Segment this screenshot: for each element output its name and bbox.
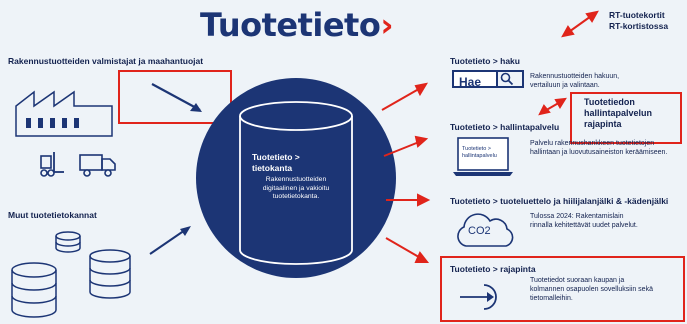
highlight-box-api — [570, 92, 682, 144]
bidirectional-arrow-icon — [561, 10, 599, 38]
manufacturers-label: Rakennustuotteiden valmistajat ja maahan… — [8, 56, 204, 66]
highlight-box-rajapinta — [440, 256, 685, 322]
search-box[interactable]: Hae — [452, 70, 498, 89]
database-title: Tuotetieto > tietokanta — [252, 152, 300, 173]
api-plug-icon — [460, 284, 497, 310]
rt-cards-line1: RT-tuotekortit — [609, 10, 665, 20]
rajapinta-label: Tuotetieto > rajapinta — [450, 264, 536, 274]
search-button-frame[interactable] — [497, 70, 524, 88]
hallinta-description: Palvelu rakennushankkeen tuotetietojen h… — [530, 140, 668, 156]
hallinta-label: Tuotetieto > hallintapalvelu — [450, 122, 560, 132]
laptop-icon — [453, 137, 513, 176]
database-description: Rakennustuotteiden digitaalinen ja vakio… — [262, 176, 330, 200]
cloud-co2-icon — [457, 213, 514, 247]
other-databases-label: Muut tuotetietokannat — [8, 210, 97, 220]
rt-cards-line2: RT-kortistossa — [609, 21, 669, 31]
laptop-screen-text: Tuotetieto > hallintapalvelu — [462, 146, 497, 159]
service-arrows — [381, 82, 431, 263]
haku-label: Tuotetieto > haku — [450, 56, 520, 66]
highlight-box-manufacturer-arrow — [118, 70, 232, 124]
truck-icon — [79, 154, 116, 177]
bidirectional-arrow-api-icon — [538, 97, 567, 116]
central-database-circle — [196, 78, 396, 278]
tuoteluettelo-label: Tuotetieto > tuoteluettelo ja hiilijalan… — [450, 196, 669, 206]
tuoteluettelo-description: Tulossa 2024: Rakentamislain rinnalla ke… — [530, 213, 638, 229]
co2-text: CO2 — [468, 225, 491, 237]
arrow-to-database-icon — [151, 83, 202, 112]
search-box-text: Hae — [459, 75, 482, 89]
haku-description: Rakennustuotteiden hakuun, vertailuun ja… — [530, 73, 620, 89]
title-text: Tuotetieto — [200, 6, 381, 44]
api-box-text: Tuotetiedon hallintapalvelun rajapinta — [584, 97, 653, 129]
forklift-icon — [40, 152, 64, 177]
factory-icon — [15, 90, 113, 137]
arrow-otherdb-to-database-icon — [149, 226, 191, 255]
page-title: Tuotetieto› — [200, 6, 394, 44]
title-chevron: › — [380, 6, 394, 44]
databases-icon — [11, 231, 131, 318]
search-icon[interactable] — [500, 72, 514, 86]
rajapinta-description: Tuotetiedot suoraan kaupan ja kolmannen … — [530, 277, 653, 302]
